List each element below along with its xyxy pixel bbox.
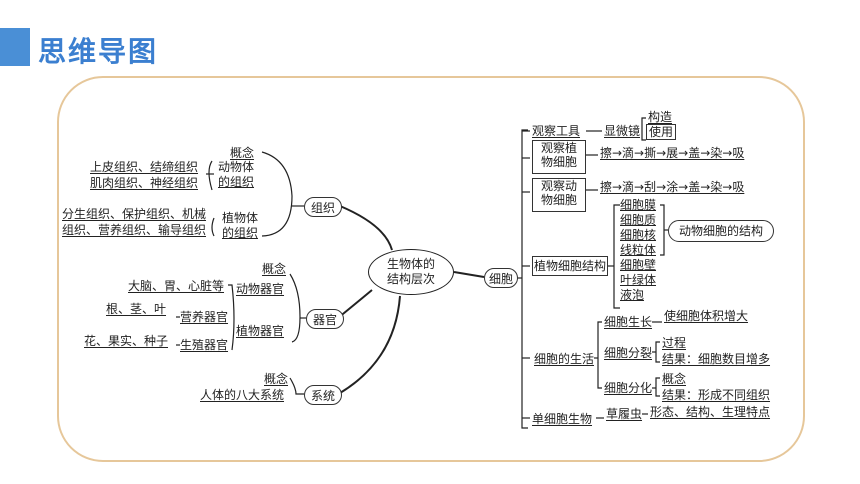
organ-reproductive: 生殖器官 — [180, 338, 229, 352]
connector-system — [339, 295, 401, 394]
bracket-cell — [521, 129, 528, 429]
part-chloroplast: 叶绿体 — [620, 273, 657, 287]
organ-nutrient: 营养器官 — [180, 310, 229, 324]
center-line-2: 结构层次 — [386, 272, 435, 286]
organ-concept: 概念 — [262, 262, 287, 276]
node-system: 系统 — [304, 385, 342, 405]
center-line-1: 生物体的 — [386, 257, 435, 271]
connector-organ — [337, 289, 373, 319]
organ-plant: 植物器官 — [236, 324, 285, 338]
plant-structure-parts: 细胞膜 细胞质 细胞核 线粒体 细胞壁 叶绿体 液泡 — [620, 198, 656, 303]
animal-structure-node: 动物细胞的结构 — [668, 220, 774, 242]
tool-use: 使用 — [646, 124, 677, 140]
system-human: 人体的八大系统 — [200, 388, 285, 402]
node-organ: 器官 — [306, 309, 344, 329]
title-accent-bar — [0, 28, 30, 66]
tissue-animal-line-2: 的组织 — [218, 175, 255, 189]
single-cell-label: 单细胞生物 — [532, 412, 593, 426]
animal-obs-line-1: 观察动 — [540, 179, 577, 193]
organ-reproductive-examples: 花、果实、种子 — [84, 334, 169, 348]
division-process: 过程 — [662, 336, 687, 350]
mindmap-frame — [57, 76, 805, 462]
cell-growth-result: 使细胞体积增大 — [664, 309, 749, 323]
single-cell-traits: 形态、结构、生理特点 — [650, 405, 771, 419]
cell-division: 细胞分裂 — [604, 346, 653, 360]
tissue-animal-example-1: 上皮组织、结缔组织 — [90, 160, 199, 174]
division-result: 结果：细胞数目增多 — [662, 352, 771, 366]
tissue-plant-line-1: 植物体 — [222, 211, 259, 225]
animal-obs-line-2: 物细胞 — [540, 193, 577, 207]
diff-concept: 概念 — [662, 372, 687, 386]
tissue-plant-line-2: 的组织 — [222, 226, 259, 240]
animal-obs-box: 观察动 物细胞 — [532, 178, 586, 212]
tissue-plant: 植物体 的组织 — [222, 211, 258, 241]
tissue-plant-example-1: 分生组织、保护组织、机械 — [62, 207, 207, 221]
system-concept: 概念 — [264, 372, 289, 386]
animal-obs-steps: 擦→滴→刮→涂→盖→染→吸 — [600, 180, 745, 194]
node-cell: 细胞 — [484, 268, 518, 288]
plant-obs-line-2: 物细胞 — [540, 155, 577, 169]
node-tissue: 组织 — [304, 197, 342, 217]
connector-cell — [453, 271, 485, 278]
part-mitochondria: 线粒体 — [620, 243, 657, 257]
part-membrane: 细胞膜 — [620, 198, 657, 212]
page-title: 思维导图 — [38, 35, 159, 68]
part-nucleus: 细胞核 — [620, 228, 657, 242]
tissue-plant-example-2: 组织、营养组织、输导组织 — [62, 223, 207, 237]
tissue-animal-example-2: 肌肉组织、神经组织 — [90, 176, 199, 190]
plant-obs-steps: 擦→滴→撕→展→盖→染→吸 — [600, 146, 745, 160]
connector-tissue — [339, 205, 393, 251]
center-node: 生物体的 结构层次 — [368, 249, 454, 295]
tool-microscope: 显微镜 — [604, 124, 641, 138]
diff-result: 结果：形成不同组织 — [662, 388, 771, 402]
part-cytoplasm: 细胞质 — [620, 213, 657, 227]
single-cell-example: 草履虫 — [606, 407, 643, 421]
bracket-tissue — [261, 151, 293, 237]
organ-nutrient-examples: 根、茎、叶 — [106, 302, 167, 316]
organ-animal-examples: 大脑、胃、心脏等 — [128, 279, 225, 293]
part-vacuole: 液泡 — [620, 288, 645, 302]
tool-construct: 构造 — [648, 110, 673, 124]
plant-obs-box: 观察植 物细胞 — [532, 140, 586, 174]
bracket-system — [289, 377, 304, 395]
cell-differentiation: 细胞分化 — [604, 381, 653, 395]
tissue-concept: 概念 — [230, 146, 255, 160]
tissue-animal: 动物体 的组织 — [218, 160, 254, 190]
cell-growth: 细胞生长 — [604, 315, 653, 329]
organ-animal: 动物器官 — [236, 282, 285, 296]
bracket-organ — [289, 273, 301, 343]
cell-life-label: 细胞的生活 — [534, 352, 595, 366]
tool-label: 观察工具 — [532, 124, 581, 138]
plant-obs-line-1: 观察植 — [540, 141, 577, 155]
tissue-animal-line-1: 动物体 — [218, 160, 255, 174]
plant-structure-box: 植物细胞结构 — [532, 256, 608, 276]
part-cell-wall: 细胞壁 — [620, 258, 657, 272]
